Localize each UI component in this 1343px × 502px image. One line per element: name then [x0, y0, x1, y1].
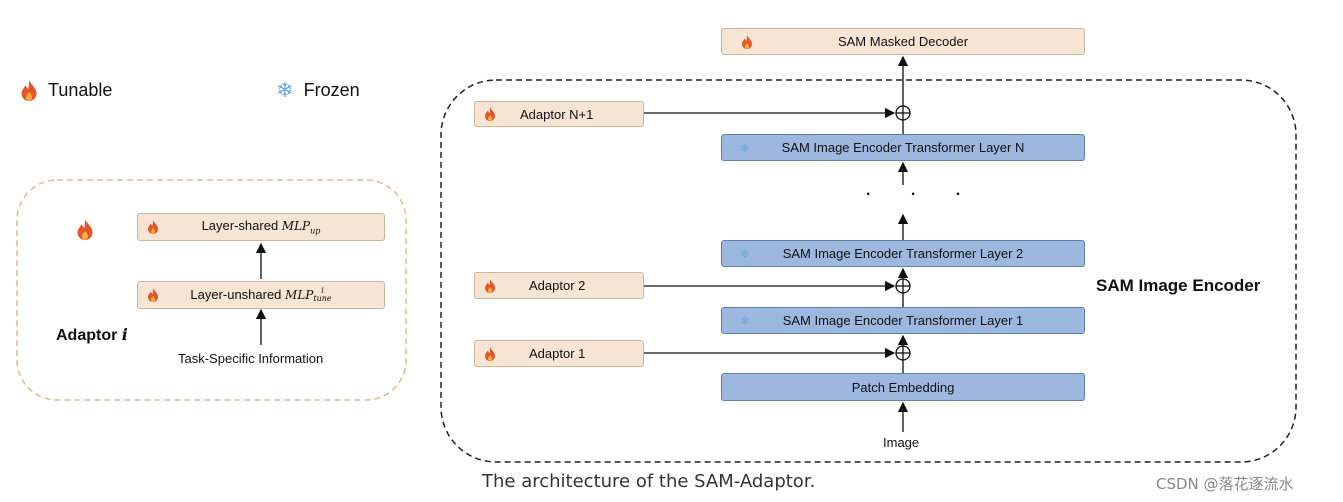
image-input-label: Image [883, 435, 920, 450]
snowflake-icon: ❄ [276, 79, 294, 102]
mlp-up-box: Layer-shared MLPup [137, 213, 385, 241]
fire-icon [485, 278, 495, 293]
sam-masked-decoder-box: SAM Masked Decoder [721, 28, 1085, 55]
add-node-1 [895, 345, 911, 361]
fire-icon [21, 80, 37, 101]
add-node-n1 [895, 105, 911, 121]
fire-icon [77, 219, 93, 240]
adaptor-detail-container [16, 179, 407, 401]
encoder-title: SAM Image Encoder [1096, 276, 1261, 295]
legend-frozen: ❄ Frozen [276, 80, 360, 101]
encoder-container [440, 79, 1297, 463]
snowflake-icon: ❄ [740, 140, 751, 155]
encoder-layer-n-label: SAM Image Encoder Transformer Layer N [781, 140, 1025, 155]
adaptor-2-label: Adaptor 2 [529, 278, 586, 293]
encoder-layer-2-box: ❄ SAM Image Encoder Transformer Layer 2 [721, 240, 1085, 267]
mlp-up-math: MLPup [281, 219, 321, 236]
task-specific-info-label: Task-Specific Information [178, 351, 324, 366]
fire-icon [148, 220, 158, 234]
fire-icon [148, 288, 158, 302]
patch-embedding-box: Patch Embedding [721, 373, 1085, 401]
legend-tunable-label: Tunable [48, 80, 113, 100]
adaptor-1-label: Adaptor 1 [529, 346, 586, 361]
adaptor-2-box: Adaptor 2 [474, 272, 644, 299]
snowflake-icon: ❄ [740, 313, 751, 328]
figure-caption: The architecture of the SAM-Adaptor. [482, 471, 816, 492]
legend-tunable: Tunable [20, 80, 112, 101]
add-node-2 [895, 278, 911, 294]
ellipsis: . . . [866, 182, 979, 199]
encoder-layer-1-label: SAM Image Encoder Transformer Layer 1 [782, 313, 1024, 328]
sam-masked-decoder-label: SAM Masked Decoder [837, 34, 969, 49]
fire-icon [742, 34, 752, 49]
mlp-tune-prefix: Layer-unshared [190, 286, 286, 302]
legend-frozen-label: Frozen [303, 80, 360, 100]
fire-icon [485, 107, 495, 121]
snowflake-icon: ❄ [740, 246, 751, 261]
adaptor-n1-label: Adaptor N+1 [520, 106, 594, 122]
patch-embedding-label: Patch Embedding [851, 379, 955, 395]
adaptor-1-box: Adaptor 1 [474, 340, 644, 367]
encoder-layer-n-box: ❄ SAM Image Encoder Transformer Layer N [721, 134, 1085, 161]
mlp-up-prefix: Layer-shared [201, 218, 282, 234]
encoder-layer-1-box: ❄ SAM Image Encoder Transformer Layer 1 [721, 307, 1085, 334]
adaptor-detail-title: Adaptor i [56, 325, 128, 344]
fire-icon [485, 346, 495, 361]
watermark: CSDN @落花逐流水 [1156, 475, 1294, 493]
adaptor-n1-box: Adaptor N+1 [474, 101, 644, 127]
encoder-layer-2-label: SAM Image Encoder Transformer Layer 2 [782, 246, 1024, 261]
